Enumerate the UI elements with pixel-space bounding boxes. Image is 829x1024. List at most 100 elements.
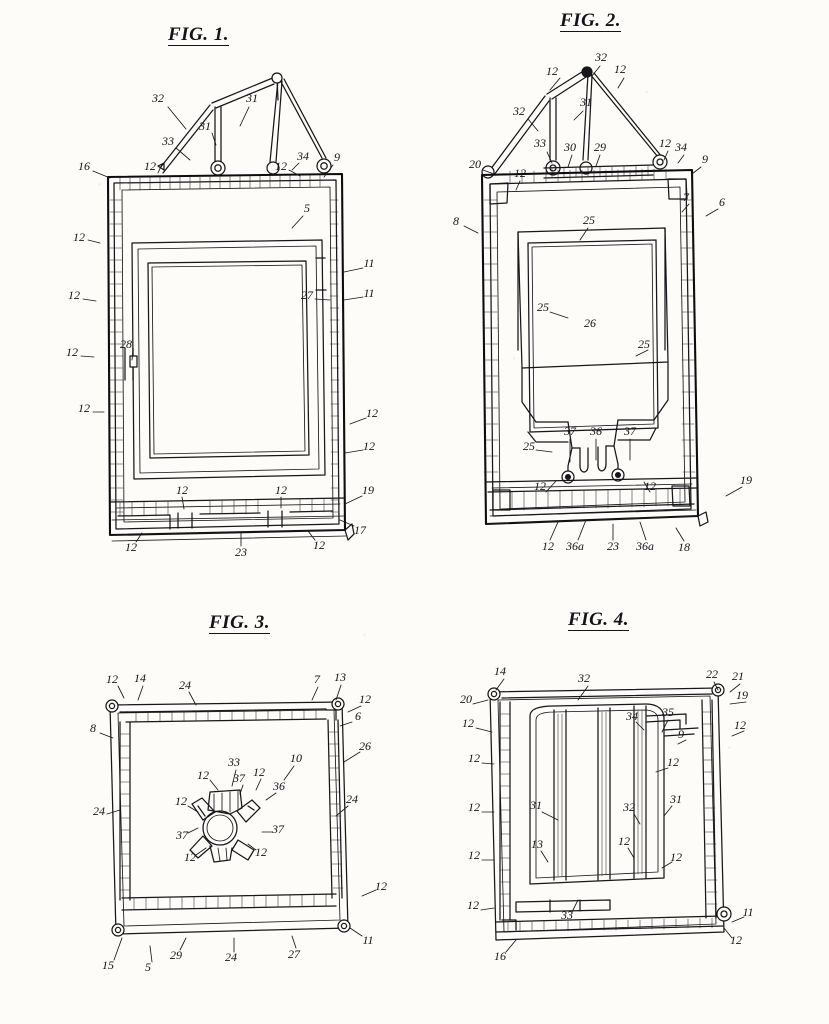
fig4-ref-35: 35 [661,705,674,719]
fig4-ref-12j: 12 [730,933,742,947]
fig1-ref-9: 9 [334,150,340,164]
fig4-ref-12f: 12 [468,848,480,862]
fig1-ref-12f: 12 [78,401,90,415]
fig2-ref-6: 6 [719,195,725,209]
fig3-ref-12b: 12 [359,692,371,706]
fig1-ref-32: 32 [151,91,164,105]
fig3-ref-15: 15 [102,958,114,972]
fig3-ref-37a: 37 [232,771,246,785]
fig1-ref-12b: 12 [275,159,287,173]
figure-3-title-underline [209,633,271,634]
fig4-ref-19: 19 [736,688,748,702]
fig3-ref-5: 5 [145,960,151,974]
fig2-ref-20: 20 [469,157,481,171]
fig1-ref-12a: 12 [144,159,156,173]
fig2-ref-12d: 12 [514,166,526,180]
fig1-ref-27: 27 [301,288,314,302]
fig4-ref-32a: 32 [577,671,590,685]
fig2-ref-23: 23 [607,539,619,553]
fig3-ref-12f: 12 [184,850,196,864]
fig2-ref-36a1: 36a [565,539,584,553]
fig2-ref-37a: 37 [563,424,577,438]
fig1-ref-12g: 12 [366,406,378,420]
fig2-ref-32a: 32 [594,50,607,64]
fig3-ref-24c: 24 [93,804,105,818]
fig1-ref-11a: 11 [363,256,374,270]
fig1-ref-19: 19 [362,483,374,497]
fig4-ref-11: 11 [742,905,753,919]
fig4-ref-16: 16 [494,949,506,963]
fig1-ref-28: 28 [120,337,132,351]
fig3-ref-37c: 37 [271,822,285,836]
fig1-ref-31b: 31 [198,119,211,133]
figure-3-title: FIG. 3. [209,612,271,634]
fig3-ref-27: 27 [288,947,301,961]
fig4-ref-31a: 31 [529,798,542,812]
fig4-ref-32b: 32 [622,800,635,814]
figure-2-drawing [480,66,709,527]
figure-3-drawing [105,697,351,937]
fig1-ref-5: 5 [304,201,310,215]
fig2-ref-30: 30 [563,140,576,154]
fig2-ref-36: 36 [589,424,602,438]
fig2-ref-34: 34 [674,140,687,154]
fig2-ref-9: 9 [702,152,708,166]
fig4-ref-20: 20 [460,692,472,706]
fig2-ref-25a: 25 [583,213,595,227]
fig4-ref-12b: 12 [734,718,746,732]
fig1-ref-12j: 12 [275,483,287,497]
fig4-ref-9: 9 [678,727,684,741]
fig1-ref-12l: 12 [313,538,325,552]
fig3-ref-6: 6 [355,709,361,723]
fig3-ref-10: 10 [290,751,302,765]
fig3-ref-36: 36 [272,779,285,793]
figure-4-title: FIG. 4. [568,609,630,631]
fig2-ref-19: 19 [740,473,752,487]
fig2-ref-29: 29 [594,140,606,154]
fig3-ref-24b: 24 [346,792,358,806]
fig3-ref-8: 8 [90,721,96,735]
fig1-ref-12k: 12 [125,540,137,554]
fig3-ref-24d: 24 [225,950,237,964]
fig2-ref-26: 26 [584,316,596,330]
fig1-ref-17: 17 [354,523,367,537]
figure-1-drawing [106,72,355,542]
fig1-ref-33: 33 [161,134,174,148]
fig1-ref-34: 34 [296,149,309,163]
fig4-ref-12h: 12 [670,850,682,864]
fig3-ref-26: 26 [359,739,371,753]
fig3-ref-33: 33 [227,755,240,769]
figure-1-title-underline [168,45,230,46]
fig2-ref-25b: 25 [537,300,549,314]
fig4-ref-13: 13 [531,837,543,851]
fig3-ref-13: 13 [334,670,346,684]
figure-4-title-underline [568,630,630,631]
fig3-ref-11: 11 [362,933,373,947]
fig2-ref-25c: 25 [638,337,650,351]
fig2-ref-12b: 12 [614,62,626,76]
fig3-ref-7: 7 [314,672,321,686]
fig1-ref-12i: 12 [176,483,188,497]
fig1-ref-16: 16 [78,159,90,173]
fig1-ref-11b: 11 [363,286,374,300]
fig3-ref-12d: 12 [253,765,265,779]
fig2-ref-37b: 37 [623,424,637,438]
figure-1-title: FIG. 1. [168,24,230,46]
fig4-ref-12g: 12 [618,834,630,848]
fig1-ref-12h: 12 [363,439,375,453]
fig2-ref-12g: 12 [542,539,554,553]
fig3-ref-12a: 12 [106,672,118,686]
fig4-ref-12i: 12 [467,898,479,912]
fig2-ref-12c: 12 [659,136,671,150]
fig3-ref-24a: 24 [179,678,191,692]
fig4-ref-12d: 12 [667,755,679,769]
fig4-ref-12a: 12 [462,716,474,730]
fig2-ref-8: 8 [453,214,459,228]
fig4-ref-12c: 12 [468,751,480,765]
fig4-ref-22: 22 [706,667,718,681]
fig4-ref-12e: 12 [468,800,480,814]
fig3-ref-12h: 12 [375,879,387,893]
fig4-ref-14: 14 [494,664,506,678]
